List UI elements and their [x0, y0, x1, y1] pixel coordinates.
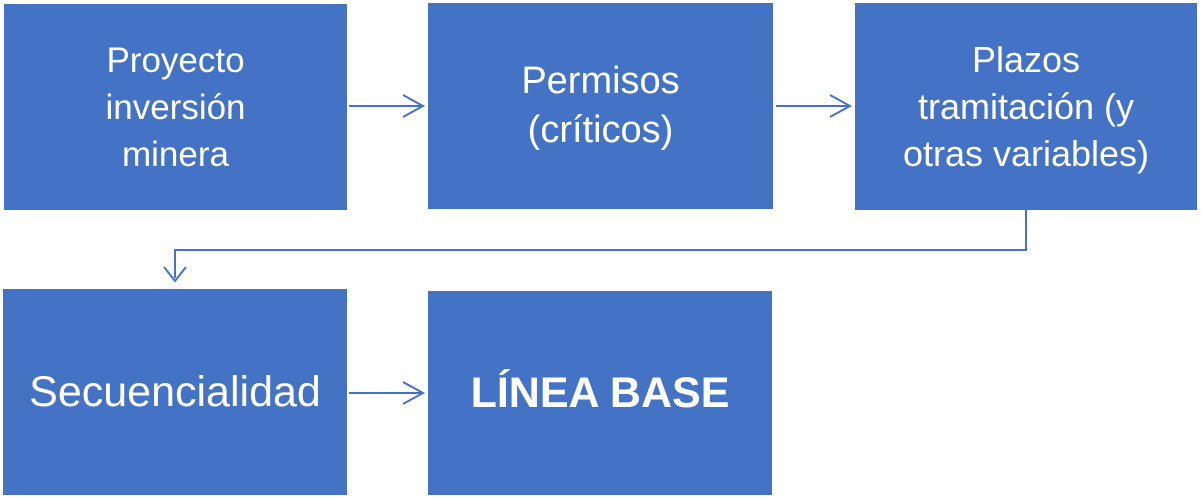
box-label-line: Secuencialidad [29, 368, 321, 416]
connector-secuencialidad-to-lineabase [349, 381, 426, 405]
box-label-line: tramitación (y [917, 86, 1135, 127]
elbow-shaft [174, 210, 1027, 278]
box-label-line: Permisos [521, 60, 680, 102]
box-label-line: Proyecto [106, 40, 245, 80]
box-proyecto-inversion-minera: Proyecto inversión minera [4, 4, 347, 210]
connector-plazos-to-secuencialidad [163, 210, 1027, 283]
box-label-line: otras variables) [902, 133, 1150, 174]
connector-proyecto-to-permisos [349, 94, 426, 118]
box-plazos-tramitacion: Plazos tramitación (y otras variables) [855, 3, 1197, 210]
arrow-head-right-icon [402, 381, 426, 405]
box-secuencialidad: Secuencialidad [3, 289, 347, 495]
arrow-head-right-icon [402, 94, 426, 118]
box-label-line: LÍNEA BASE [470, 369, 730, 417]
arrow-head-right-icon [829, 94, 853, 118]
box-linea-base: LÍNEA BASE [428, 291, 772, 495]
box-label-line: inversión [105, 87, 246, 127]
box-label-line: minera [122, 134, 229, 174]
connector-permisos-to-plazos [776, 94, 853, 118]
box-label-line: (críticos) [527, 109, 674, 151]
arrow-head-down-icon [163, 266, 187, 283]
box-permisos-criticos: Permisos (críticos) [428, 3, 773, 209]
box-label-line: Plazos [971, 39, 1081, 80]
